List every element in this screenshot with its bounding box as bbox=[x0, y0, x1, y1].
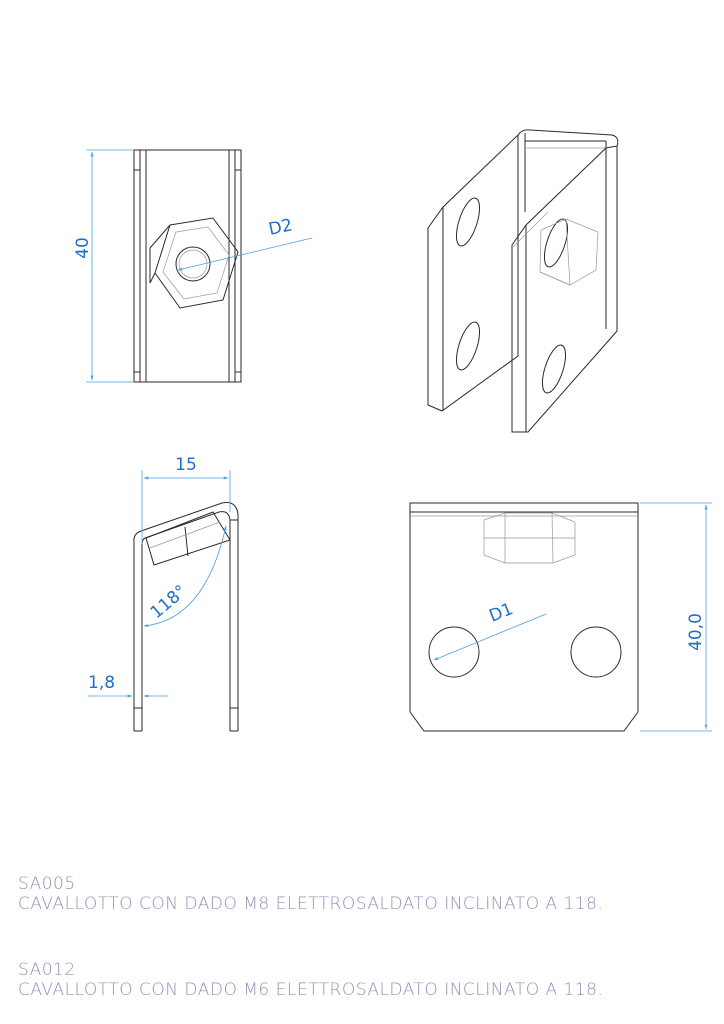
dimension-angle: 118° bbox=[143, 525, 227, 628]
dimension-height-back: 40,0 bbox=[640, 502, 712, 732]
dimension-label-40: 40 bbox=[73, 237, 93, 259]
nut-hole bbox=[175, 246, 211, 282]
back-view bbox=[409, 502, 639, 732]
dimension-label-40-0: 40,0 bbox=[686, 613, 706, 651]
dimension-label-1-8: 1,8 bbox=[88, 673, 115, 693]
caption-sa012: SA012 CAVALLOTTO CON DADO M6 ELETTROSALD… bbox=[18, 960, 603, 1000]
mounting-hole-right bbox=[570, 626, 622, 678]
caption-code: SA005 bbox=[18, 874, 76, 894]
dimension-label-118: 118° bbox=[147, 581, 191, 623]
dimension-nut-diameter: D2 bbox=[177, 215, 313, 271]
isometric-view bbox=[427, 129, 619, 433]
caption-code: SA012 bbox=[18, 960, 76, 980]
dimension-label-15: 15 bbox=[175, 455, 197, 475]
caption-description: CAVALLOTTO CON DADO M8 ELETTROSALDATO IN… bbox=[18, 894, 604, 914]
dimension-width-side: 15 bbox=[141, 455, 231, 544]
side-view bbox=[133, 502, 239, 732]
dimension-height-front: 40 bbox=[73, 149, 134, 383]
dimension-label-d1: D1 bbox=[486, 599, 516, 626]
mounting-hole-left bbox=[428, 626, 480, 678]
dimension-hole-diameter: D1 bbox=[433, 599, 547, 661]
dimension-label-d2: D2 bbox=[267, 215, 295, 240]
dimension-thickness: 1,8 bbox=[88, 673, 168, 698]
front-view bbox=[133, 149, 242, 383]
caption-sa005: SA005 CAVALLOTTO CON DADO M8 ELETTROSALD… bbox=[18, 874, 603, 914]
hex-nut bbox=[154, 217, 239, 309]
caption-description: CAVALLOTTO CON DADO M6 ELETTROSALDATO IN… bbox=[18, 980, 604, 1000]
